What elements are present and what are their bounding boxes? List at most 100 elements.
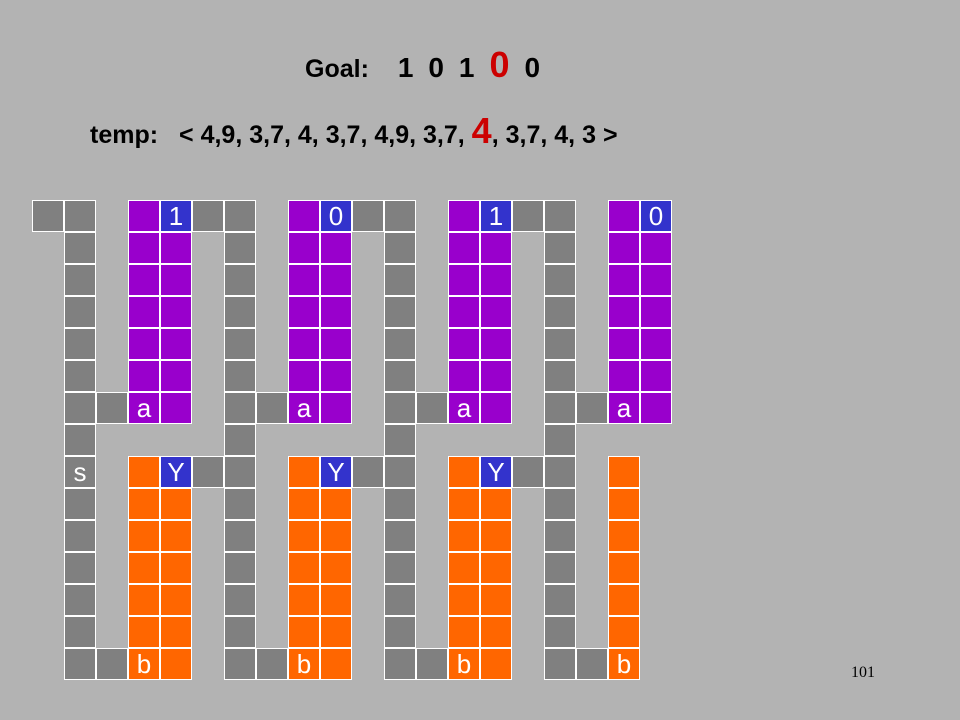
wire-cell: [416, 392, 448, 424]
page-number: 101: [851, 664, 875, 681]
register-a-cell: [320, 328, 352, 360]
register-b-cell: [608, 456, 640, 488]
register-a-cell: [448, 360, 480, 392]
wire-cell: [64, 200, 96, 232]
wire-cell: [224, 648, 256, 680]
wire-cell: [544, 616, 576, 648]
register-b-cell: [160, 648, 192, 680]
register-a-cell: a: [448, 392, 480, 424]
wire-cell: [224, 456, 256, 488]
wire-cell: [544, 360, 576, 392]
wire-cell: [384, 424, 416, 456]
register-a-cell: [128, 200, 160, 232]
register-b-cell: [448, 616, 480, 648]
register-b-cell: [480, 520, 512, 552]
register-a-bit-cell: 0: [640, 200, 672, 232]
register-a-cell: [608, 200, 640, 232]
wire-cell: [384, 488, 416, 520]
register-a-cell: [640, 232, 672, 264]
wire-cell: [96, 392, 128, 424]
register-a-cell: [608, 328, 640, 360]
register-b-cell: [128, 520, 160, 552]
register-b-cell: [480, 584, 512, 616]
goal-bit: 1: [397, 52, 414, 83]
wire-cell: [224, 328, 256, 360]
register-b-cell: [160, 488, 192, 520]
register-b-cell: [288, 584, 320, 616]
wire-cell: [544, 456, 576, 488]
goal-bit: 0: [428, 52, 444, 83]
register-a-cell: a: [608, 392, 640, 424]
temp-item: 3,7,: [249, 121, 291, 149]
register-a-cell: [320, 392, 352, 424]
wire-cell: [544, 520, 576, 552]
wire-cell: [64, 232, 96, 264]
wire-cell: [544, 648, 576, 680]
wire-cell: [32, 200, 64, 232]
register-a-cell: [160, 232, 192, 264]
register-a-cell: [448, 232, 480, 264]
register-a-cell: [448, 200, 480, 232]
register-a-cell: [160, 360, 192, 392]
register-b-cell: [160, 584, 192, 616]
register-a-cell: [288, 360, 320, 392]
register-a-cell: a: [288, 392, 320, 424]
register-a-cell: [448, 264, 480, 296]
register-b-cell: [320, 648, 352, 680]
register-b-cell: [608, 520, 640, 552]
goal-bit: 0: [524, 52, 541, 83]
wire-cell: [544, 264, 576, 296]
wire-cell: [352, 200, 384, 232]
register-b-cell: [288, 488, 320, 520]
wire-cell: [352, 456, 384, 488]
register-b-cell: [128, 488, 160, 520]
register-b-cell: [160, 552, 192, 584]
register-b-cell: b: [288, 648, 320, 680]
wire-cell: [384, 328, 416, 360]
register-a-cell: [288, 264, 320, 296]
wire-cell: [224, 584, 256, 616]
wire-cell: [416, 648, 448, 680]
register-a-cell: [480, 392, 512, 424]
wire-cell: [192, 456, 224, 488]
register-a-cell: [640, 328, 672, 360]
register-b-cell: b: [128, 648, 160, 680]
register-a-cell: [128, 328, 160, 360]
temp-item: 4,9,: [374, 121, 417, 149]
wire-cell: [384, 200, 416, 232]
register-b-cell: [288, 520, 320, 552]
wire-cell: [64, 264, 96, 296]
wire-cell: [384, 520, 416, 552]
register-b-cell: [160, 616, 192, 648]
wire-cell: [384, 264, 416, 296]
register-a-cell: [608, 296, 640, 328]
wire-cell: [64, 392, 96, 424]
register-a-cell: [320, 360, 352, 392]
temp-item: 4,: [297, 121, 319, 149]
wire-cell: [192, 200, 224, 232]
wire-cell: [544, 296, 576, 328]
wire-cell: [224, 488, 256, 520]
wire-cell: [256, 648, 288, 680]
wire-cell: [224, 264, 256, 296]
temp-item: 4,9,: [200, 121, 243, 149]
register-b-cell: [320, 488, 352, 520]
register-a-cell: [320, 264, 352, 296]
wire-cell: [544, 424, 576, 456]
wire-cell: s: [64, 456, 96, 488]
register-a-cell: [640, 296, 672, 328]
goal-bit: 1: [458, 52, 475, 83]
wire-cell: [384, 648, 416, 680]
goal-line: Goal: 1 0 1 0 0: [305, 44, 548, 86]
wire-cell: [224, 616, 256, 648]
wire-cell: [64, 296, 96, 328]
wire-cell: [576, 648, 608, 680]
register-b-cell: [320, 552, 352, 584]
register-b-y-cell: Y: [480, 456, 512, 488]
register-a-cell: [160, 328, 192, 360]
register-a-cell: [288, 328, 320, 360]
register-a-cell: [480, 296, 512, 328]
wire-cell: [384, 584, 416, 616]
wire-cell: [64, 328, 96, 360]
